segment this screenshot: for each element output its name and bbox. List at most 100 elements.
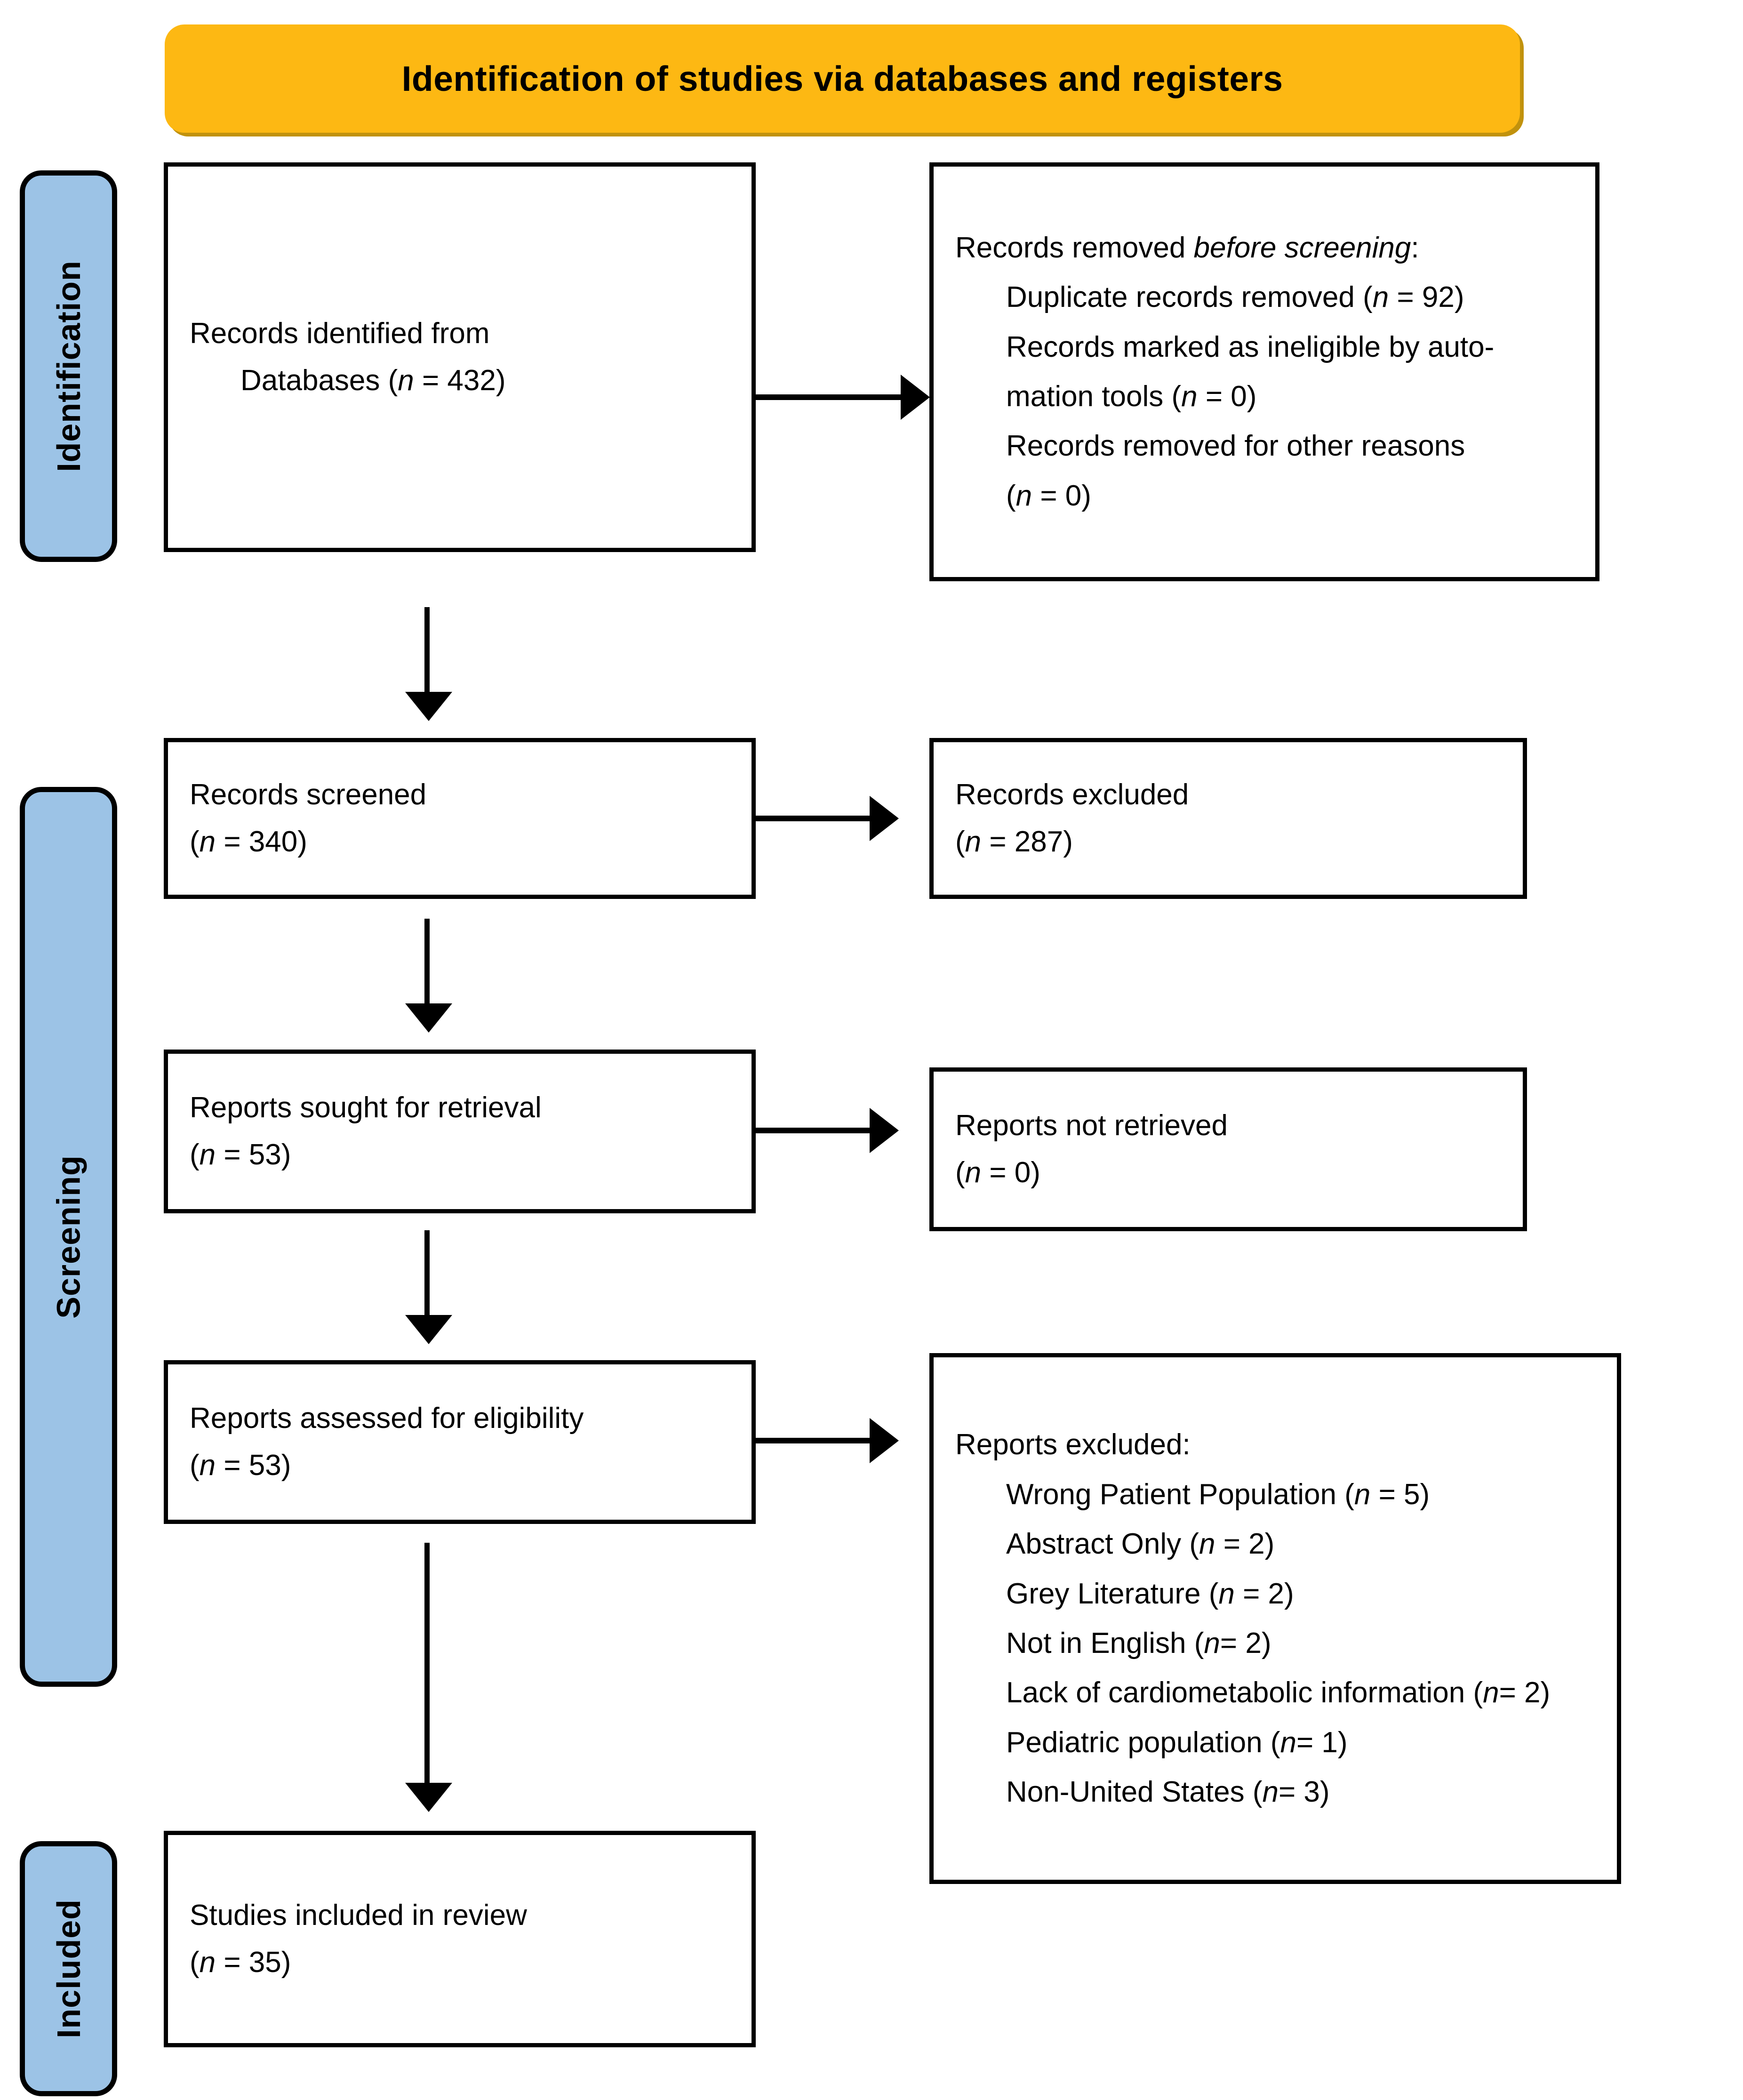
reports-not-retrieved-count: = 0) bbox=[981, 1156, 1040, 1189]
arrow-sought-to-not-retrieved-stem bbox=[756, 1128, 870, 1133]
box-records-excluded: Records excluded (n = 287) bbox=[929, 738, 1527, 899]
n-symbol: n bbox=[199, 1138, 216, 1171]
records-excluded-count: = 287) bbox=[981, 826, 1073, 858]
records-screened-count: = 340) bbox=[216, 826, 307, 858]
box-reports-not-retrieved: Reports not retrieved (n = 0) bbox=[929, 1067, 1527, 1231]
box-reports-sought-for-retrieval: Reports sought for retrieval (n = 53) bbox=[164, 1050, 756, 1213]
arrow-screened-to-sought-stem bbox=[424, 919, 430, 1021]
reason-count: = 2) bbox=[1220, 1627, 1271, 1659]
other-reasons-open: ( bbox=[1006, 479, 1016, 512]
ineligible-cont: mation tools ( bbox=[1006, 380, 1182, 413]
box-records-removed-before-screening: Records removed before screening: Duplic… bbox=[929, 162, 1599, 581]
records-removed-heading-suffix: : bbox=[1411, 231, 1419, 264]
arrow-identified-to-screened-head bbox=[405, 692, 452, 721]
reports-excluded-reason: Lack of cardiometabolic information (n= … bbox=[955, 1668, 1595, 1717]
records-screened-line2: (n = 340) bbox=[190, 818, 730, 866]
ineligible-count: = 0) bbox=[1197, 380, 1257, 413]
stage-label-identification-text: Identification bbox=[50, 260, 87, 472]
n-symbol: n bbox=[1015, 479, 1032, 512]
reports-sought-line2: (n = 53) bbox=[190, 1131, 730, 1178]
records-identified-prefix: Databases ( bbox=[240, 364, 398, 397]
arrow-screened-to-excluded-stem bbox=[756, 816, 870, 821]
arrow-sought-to-assessed-head bbox=[405, 1315, 452, 1344]
n-symbol: n bbox=[965, 826, 982, 858]
reports-excluded-reason: Pediatric population (n= 1) bbox=[955, 1718, 1595, 1767]
records-removed-item-other-line2: (n = 0) bbox=[955, 471, 1574, 521]
reports-excluded-reason: Not in English (n= 2) bbox=[955, 1619, 1595, 1668]
reports-assessed-line2: (n = 53) bbox=[190, 1442, 730, 1489]
records-removed-heading: Records removed before screening: bbox=[955, 223, 1574, 273]
reports-excluded-reason: Wrong Patient Population (n = 5) bbox=[955, 1470, 1595, 1519]
records-identified-suffix: = 432) bbox=[414, 364, 506, 397]
reason-count: = 2) bbox=[1234, 1577, 1294, 1610]
reason-count: = 3) bbox=[1278, 1776, 1330, 1809]
arrow-sought-to-not-retrieved-head bbox=[870, 1108, 899, 1153]
studies-included-line1: Studies included in review bbox=[190, 1899, 527, 1932]
box-records-screened: Records screened (n = 340) bbox=[164, 738, 756, 899]
records-removed-heading-italic: before screening bbox=[1193, 231, 1411, 264]
header-banner: Identification of studies via databases … bbox=[165, 24, 1520, 133]
n-symbol: n bbox=[1483, 1676, 1499, 1709]
reason-label: Non-United States ( bbox=[1006, 1776, 1263, 1809]
stage-label-screening-text: Screening bbox=[50, 1155, 87, 1319]
box-reports-assessed-for-eligibility: Reports assessed for eligibility (n = 53… bbox=[164, 1360, 756, 1524]
n-symbol: n bbox=[1181, 380, 1198, 413]
box-reports-excluded: Reports excluded: Wrong Patient Populati… bbox=[929, 1353, 1621, 1884]
arrow-assessed-to-included-stem bbox=[424, 1543, 430, 1801]
n-symbol: n bbox=[199, 1946, 216, 1979]
reports-excluded-reason: Abstract Only (n = 2) bbox=[955, 1519, 1595, 1569]
reports-sought-line1: Reports sought for retrieval bbox=[190, 1091, 542, 1124]
n-symbol: n bbox=[965, 1156, 982, 1189]
reports-excluded-reason: Grey Literature (n = 2) bbox=[955, 1569, 1595, 1619]
n-symbol: n bbox=[1262, 1776, 1279, 1809]
reason-label: Not in English ( bbox=[1006, 1627, 1204, 1659]
n-symbol: n bbox=[1218, 1577, 1235, 1610]
records-screened-line1: Records screened bbox=[190, 778, 427, 811]
duplicates-count: = 92) bbox=[1389, 281, 1464, 314]
reports-excluded-heading: Reports excluded: bbox=[955, 1428, 1191, 1461]
reports-not-retrieved-line1: Reports not retrieved bbox=[955, 1109, 1228, 1142]
n-symbol: n bbox=[1204, 1627, 1220, 1659]
arrow-identified-to-screened-stem bbox=[424, 607, 430, 710]
arrow-sought-to-assessed-stem bbox=[424, 1230, 430, 1333]
n-symbol: n bbox=[398, 364, 414, 397]
box-studies-included-in-review: Studies included in review (n = 35) bbox=[164, 1831, 756, 2047]
ineligible-label: Records marked as ineligible by auto- bbox=[1006, 330, 1495, 363]
reason-count: = 5) bbox=[1370, 1478, 1430, 1511]
records-identified-line2: Databases (n = 432) bbox=[190, 357, 730, 404]
arrow-screened-to-sought-head bbox=[405, 1003, 452, 1033]
stage-label-identification: Identification bbox=[20, 170, 117, 562]
reason-label: Wrong Patient Population ( bbox=[1006, 1478, 1354, 1511]
n-symbol: n bbox=[199, 826, 216, 858]
arrow-assessed-to-reports-excluded-head bbox=[870, 1418, 899, 1463]
reports-sought-count: = 53) bbox=[216, 1138, 291, 1171]
other-reasons-count: = 0) bbox=[1032, 479, 1091, 512]
arrow-identified-to-removed-stem bbox=[756, 394, 901, 400]
arrow-assessed-to-included-head bbox=[405, 1783, 452, 1812]
reason-label: Abstract Only ( bbox=[1006, 1528, 1199, 1561]
duplicates-label: Duplicate records removed ( bbox=[1006, 281, 1373, 314]
records-removed-item-ineligible-line2: mation tools (n = 0) bbox=[955, 372, 1574, 421]
arrow-identified-to-removed-head bbox=[901, 375, 930, 420]
stage-label-included-text: Included bbox=[50, 1899, 87, 2038]
stage-label-included: Included bbox=[20, 1841, 117, 2096]
reports-assessed-line1: Reports assessed for eligibility bbox=[190, 1402, 584, 1435]
arrow-screened-to-excluded-head bbox=[870, 796, 899, 841]
reports-not-retrieved-open: ( bbox=[955, 1156, 965, 1189]
stage-label-screening: Screening bbox=[20, 787, 117, 1687]
n-symbol: n bbox=[1354, 1478, 1371, 1511]
records-removed-item-other-line1: Records removed for other reasons bbox=[955, 421, 1574, 471]
records-excluded-line1: Records excluded bbox=[955, 778, 1189, 811]
n-symbol: n bbox=[1372, 281, 1389, 314]
reports-sought-open: ( bbox=[190, 1138, 200, 1171]
studies-included-open: ( bbox=[190, 1946, 200, 1979]
reason-count: = 2) bbox=[1215, 1528, 1275, 1561]
studies-included-count: = 35) bbox=[216, 1946, 291, 1979]
reports-excluded-reason: Non-United States (n= 3) bbox=[955, 1767, 1595, 1817]
n-symbol: n bbox=[1280, 1726, 1296, 1759]
n-symbol: n bbox=[1199, 1528, 1215, 1561]
records-screened-open: ( bbox=[190, 826, 200, 858]
box-records-identified: Records identified from Databases (n = 4… bbox=[164, 162, 756, 552]
records-identified-line1: Records identified from bbox=[190, 317, 490, 350]
